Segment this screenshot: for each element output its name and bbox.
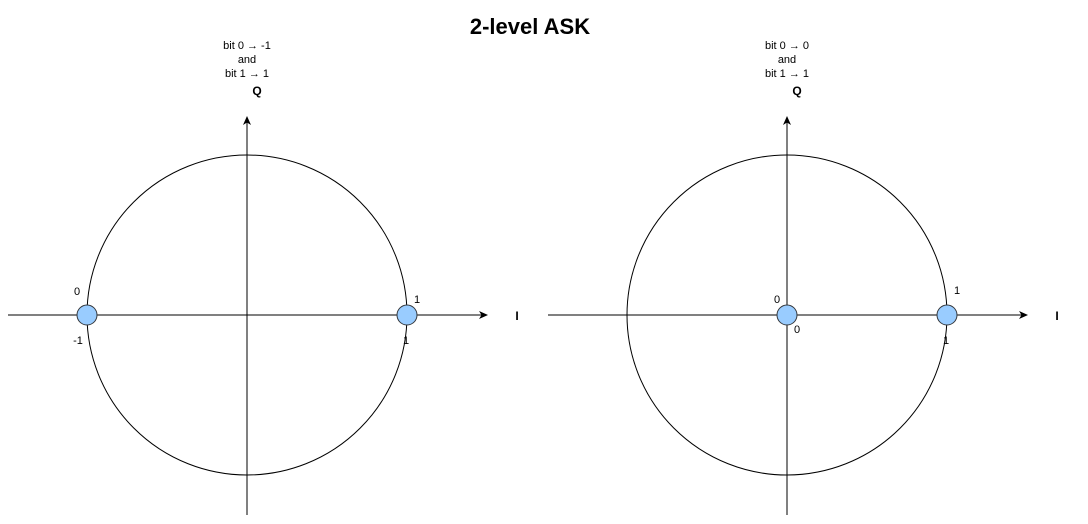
constellation-point — [936, 304, 958, 326]
constellation-point — [76, 304, 98, 326]
constellation-right: Q I 0 0 1 1 — [548, 84, 1059, 515]
mapping-text-right: bit 0 → 0 and bit 1 → 1 — [727, 39, 847, 81]
i-axis-label: I — [515, 309, 518, 323]
mapping-text-left: bit 0 → -1 and bit 1 → 1 — [187, 39, 307, 81]
q-axis-label: Q — [252, 84, 261, 98]
point-value-label: 0 — [794, 324, 800, 336]
q-axis-label: Q — [792, 84, 801, 98]
point-bit-label: 1 — [414, 294, 420, 306]
mapping-line: bit 1 → 1 — [224, 68, 270, 80]
point-value-label: 1 — [943, 335, 949, 347]
mapping-line: bit 0 → -1 — [223, 40, 271, 52]
mapping-line: and — [237, 54, 257, 66]
diagram-title: 2-level ASK — [469, 14, 591, 39]
mapping-line: bit 0 → 0 — [764, 40, 810, 52]
point-bit-label: 0 — [774, 294, 780, 306]
mapping-line: and — [777, 54, 797, 66]
constellation-left: Q I 0 -1 1 1 — [8, 84, 519, 515]
constellation-point — [396, 304, 418, 326]
constellation-point — [776, 304, 798, 326]
point-value-label: 1 — [403, 335, 409, 347]
mapping-line: bit 1 → 1 — [764, 68, 810, 80]
point-bit-label: 1 — [954, 285, 960, 297]
i-axis-label: I — [1055, 309, 1058, 323]
point-value-label: -1 — [73, 335, 83, 347]
point-bit-label: 0 — [74, 286, 80, 298]
